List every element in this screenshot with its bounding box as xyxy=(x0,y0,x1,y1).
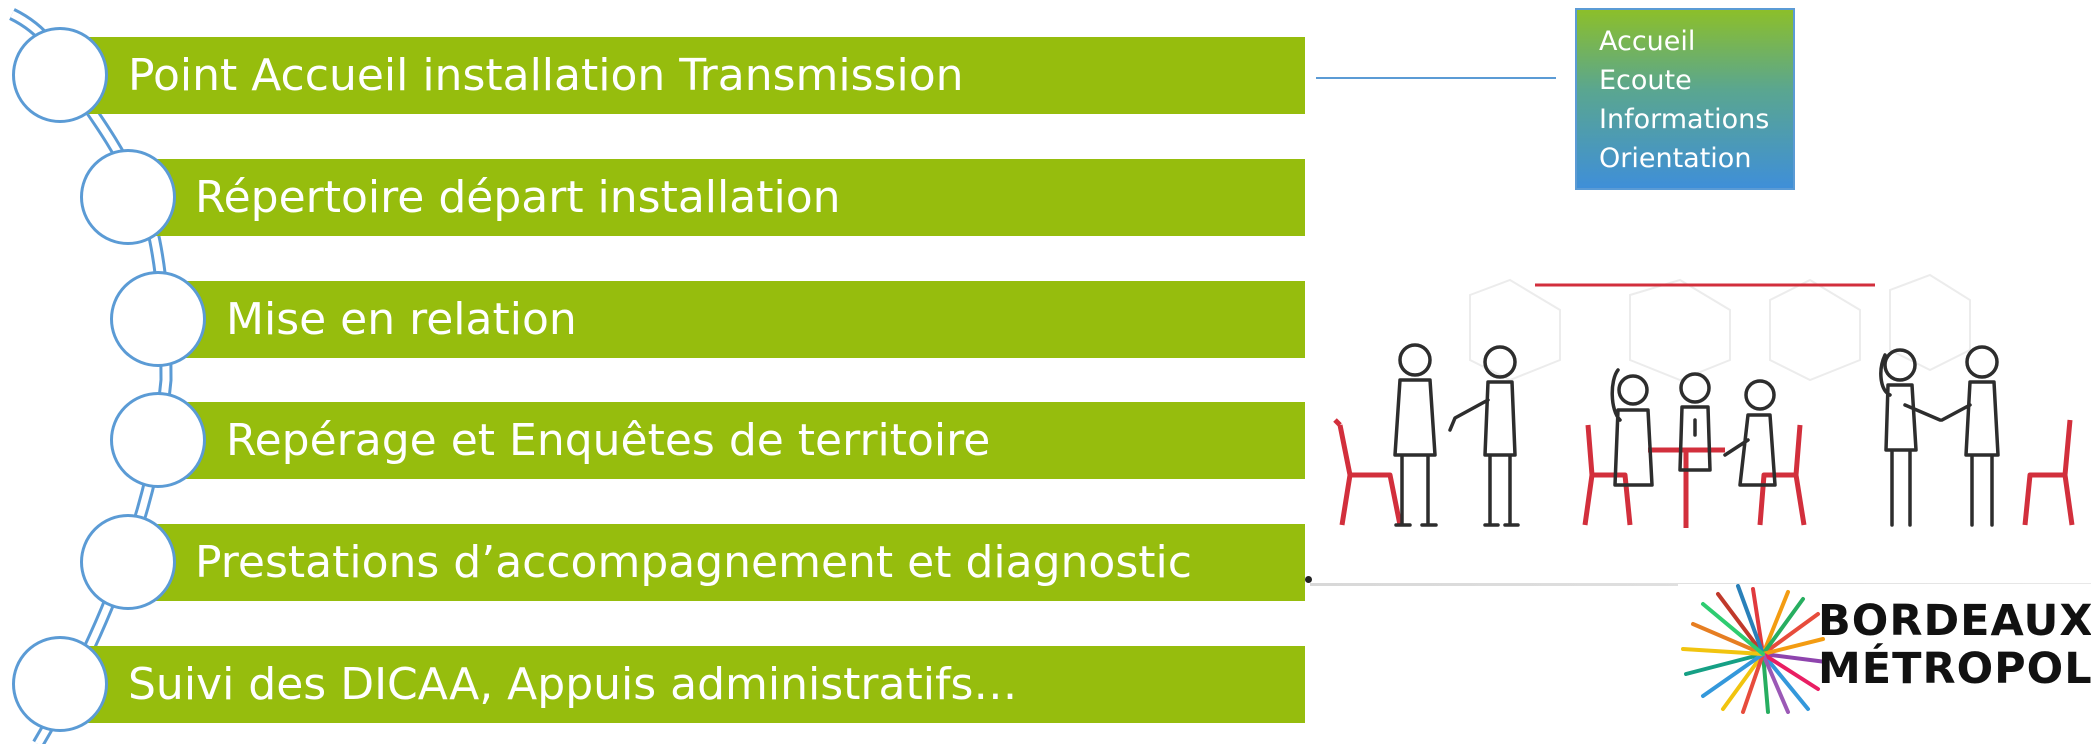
step-point-accueil: Point Accueil installation Transmission xyxy=(60,37,1305,114)
step-label: Prestations d’accompagnement et diagnost… xyxy=(195,537,1192,588)
timeline-node xyxy=(80,514,176,610)
step-prestations: Prestations d’accompagnement et diagnost… xyxy=(130,524,1305,601)
bordeaux-metropole-logo: BORDEAUX MÉTROPOLE xyxy=(1678,584,2091,714)
divider-dot xyxy=(1305,576,1312,583)
logo-text-line2: MÉTROPOLE xyxy=(1818,644,2091,694)
info-box: Accueil Ecoute Informations Orientation xyxy=(1575,8,1795,190)
step-suivi-dicaa: Suivi des DICAA, Appuis administratifs… xyxy=(60,646,1305,723)
step-label: Repérage et Enquêtes de territoire xyxy=(226,415,991,466)
info-line: Accueil xyxy=(1599,26,1696,57)
info-line: Informations xyxy=(1599,104,1770,135)
info-line: Orientation xyxy=(1599,143,1752,174)
timeline-node xyxy=(80,149,176,245)
step-mise-en-relation: Mise en relation xyxy=(160,281,1305,358)
step-label: Mise en relation xyxy=(226,294,577,345)
info-line: Ecoute xyxy=(1599,65,1692,96)
step-label: Répertoire départ installation xyxy=(195,172,841,223)
timeline-node xyxy=(110,271,206,367)
timeline-node xyxy=(110,392,206,488)
connector-line xyxy=(1316,77,1556,79)
timeline-node xyxy=(12,636,108,732)
logo-starburst-icon xyxy=(1681,584,1828,714)
logo-text-line1: BORDEAUX xyxy=(1818,596,2091,646)
timeline-node xyxy=(12,27,108,123)
step-reperage: Repérage et Enquêtes de territoire xyxy=(160,402,1305,479)
step-label: Suivi des DICAA, Appuis administratifs… xyxy=(128,659,1018,710)
step-repertoire: Répertoire départ installation xyxy=(130,159,1305,236)
step-label: Point Accueil installation Transmission xyxy=(128,50,964,101)
people-meeting-illustration xyxy=(1333,273,2075,528)
